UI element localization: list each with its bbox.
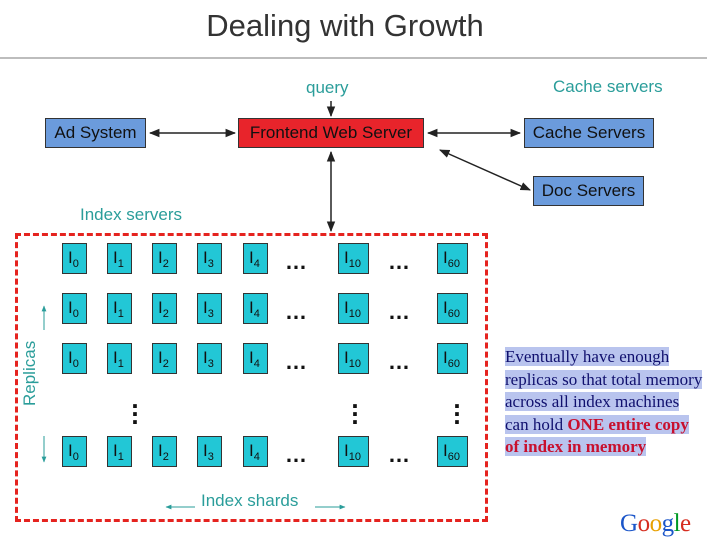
horizontal-ellipsis: … — [285, 442, 309, 467]
cache-servers-node: Cache Servers — [524, 118, 654, 148]
index-shard-cell: I1 — [107, 343, 132, 374]
index-shard-cell: I60 — [437, 436, 468, 467]
cache-servers-caption: Cache servers — [553, 77, 663, 96]
index-shard-cell: I10 — [338, 343, 369, 374]
replicas-label: Replicas — [20, 340, 39, 406]
index-shard-cell: I4 — [243, 243, 268, 274]
index-shard-cell: I0 — [62, 293, 87, 324]
index-shard-cell: I60 — [437, 343, 468, 374]
frontend-doc-arrow — [439, 149, 531, 191]
index-shard-cell: I0 — [62, 436, 87, 467]
index-shard-cell: I3 — [197, 436, 222, 467]
vertical-ellipsis: ... — [131, 384, 139, 430]
index-shard-cell: I2 — [152, 293, 177, 324]
index-shard-cell: I3 — [197, 343, 222, 374]
index-shard-cell: I3 — [197, 293, 222, 324]
index-shard-cell: I0 — [62, 343, 87, 374]
horizontal-ellipsis: … — [388, 349, 412, 374]
index-shard-cell: I2 — [152, 343, 177, 374]
horizontal-ellipsis: … — [388, 299, 412, 324]
index-shard-cell: I1 — [107, 243, 132, 274]
index-shard-cell: I4 — [243, 436, 268, 467]
index-shard-cell: I4 — [243, 293, 268, 324]
horizontal-ellipsis: … — [285, 299, 309, 324]
horizontal-ellipsis: … — [388, 249, 412, 274]
index-shard-cell: I1 — [107, 293, 132, 324]
index-shard-cell: I3 — [197, 243, 222, 274]
horizontal-ellipsis: … — [285, 349, 309, 374]
vertical-ellipsis: ... — [351, 384, 359, 430]
index-shard-cell: I1 — [107, 436, 132, 467]
query-label: query — [306, 78, 349, 97]
title-divider — [0, 57, 707, 59]
horizontal-ellipsis: … — [388, 442, 412, 467]
frontend-web-server-node: Frontend Web Server — [238, 118, 424, 148]
ad-system-node: Ad System — [45, 118, 146, 148]
slide-title: Dealing with Growth — [206, 8, 484, 43]
growth-note: Eventually have enough replicas so that … — [505, 346, 705, 459]
index-shard-cell: I60 — [437, 243, 468, 274]
index-servers-caption: Index servers — [80, 205, 183, 224]
doc-servers-node: Doc Servers — [533, 176, 644, 206]
index-shard-cell: I10 — [338, 436, 369, 467]
google-logo: Google — [620, 510, 691, 537]
index-shards-label: Index shards — [201, 491, 299, 510]
index-shard-cell: I60 — [437, 293, 468, 324]
index-servers-cluster — [15, 233, 488, 522]
index-shard-cell: I10 — [338, 293, 369, 324]
vertical-ellipsis: ... — [453, 384, 461, 430]
index-shard-cell: I0 — [62, 243, 87, 274]
index-shard-cell: I4 — [243, 343, 268, 374]
index-shard-cell: I2 — [152, 436, 177, 467]
index-shard-cell: I2 — [152, 243, 177, 274]
index-shard-cell: I10 — [338, 243, 369, 274]
horizontal-ellipsis: … — [285, 249, 309, 274]
